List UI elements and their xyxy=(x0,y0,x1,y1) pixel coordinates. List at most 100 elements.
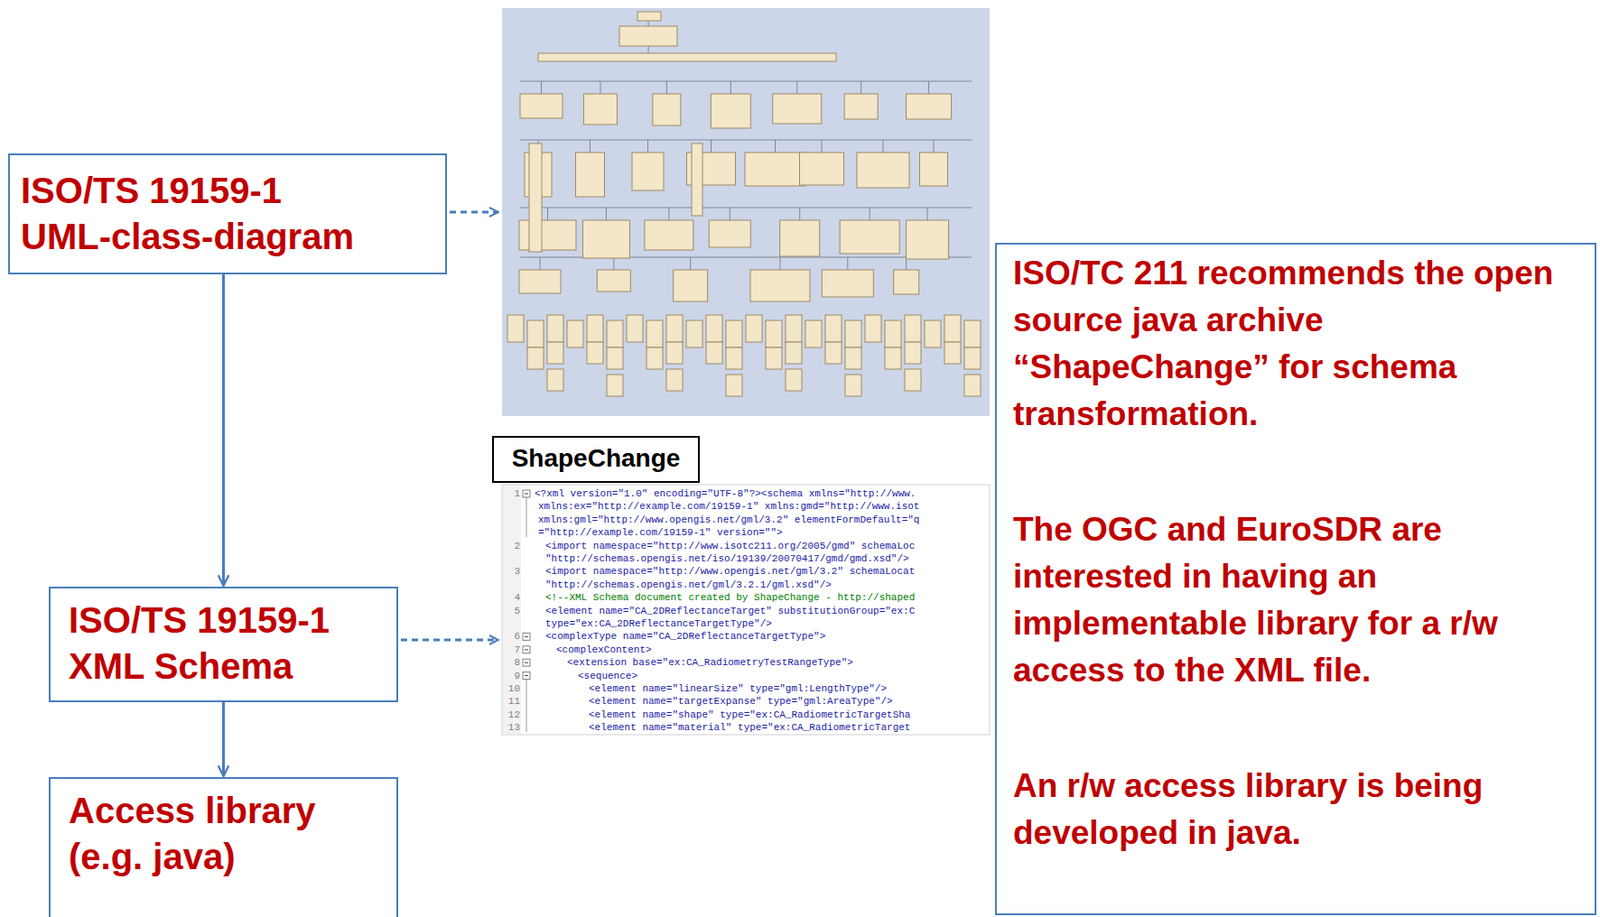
uml-class xyxy=(725,347,743,370)
uml-class xyxy=(666,369,683,391)
xml-screenshot xyxy=(502,484,990,735)
word: library xyxy=(204,790,316,831)
uml-class xyxy=(884,320,902,348)
word: having xyxy=(1220,558,1329,596)
uml-class xyxy=(845,320,862,348)
word: ISO/TS xyxy=(20,170,140,211)
uml-line xyxy=(540,81,542,94)
uml-class xyxy=(673,269,708,302)
uml-class xyxy=(904,315,921,343)
word: 19159-1 xyxy=(196,600,330,641)
uml-class xyxy=(845,374,862,397)
uml-class xyxy=(844,93,878,120)
uml-class xyxy=(785,315,802,343)
word: for xyxy=(1278,348,1323,386)
uml-line xyxy=(821,139,823,153)
uml-class xyxy=(745,315,763,343)
uml-class xyxy=(906,93,952,120)
word: (e.g. xyxy=(68,837,143,877)
fold-marker xyxy=(522,659,531,667)
word: EuroSDR xyxy=(1236,511,1383,549)
uml-class xyxy=(706,342,723,364)
uml-line xyxy=(933,139,935,153)
word: to xyxy=(1134,651,1166,689)
uml-class xyxy=(652,93,681,126)
word: an xyxy=(1338,558,1377,596)
word: Schema xyxy=(154,646,293,687)
code-line: "http://schemas.opengis.net/gml/3.2.1/gm… xyxy=(545,578,832,592)
uml-class xyxy=(839,220,900,254)
uml-class xyxy=(785,369,802,391)
uml-class xyxy=(904,342,921,364)
code-line: <sequence> xyxy=(577,669,638,683)
uml-class xyxy=(596,269,631,292)
word: An xyxy=(1013,767,1058,805)
fold-box xyxy=(522,672,531,680)
fold-box xyxy=(522,632,531,641)
uml-class xyxy=(765,320,782,348)
uml-class xyxy=(944,342,961,364)
fold-marker xyxy=(522,672,531,680)
fold-marker xyxy=(522,490,531,498)
uml-line xyxy=(928,81,930,94)
uml-class xyxy=(772,93,822,124)
fold-box xyxy=(522,646,531,654)
uml-class xyxy=(583,93,617,125)
uml-class xyxy=(964,374,981,397)
fold-box xyxy=(522,490,531,498)
uml-class xyxy=(567,320,584,348)
line-number-gutter xyxy=(502,485,521,735)
uml-class xyxy=(507,315,524,343)
uml-class xyxy=(884,347,902,370)
uml-line xyxy=(729,207,731,221)
uml-class xyxy=(706,315,723,343)
word: interested xyxy=(1013,558,1173,596)
uml-class xyxy=(865,315,882,343)
word: archive xyxy=(1206,301,1324,339)
code-line: <extension base="ex:CA_RadiometryTestRan… xyxy=(567,656,854,670)
flow-arrow xyxy=(222,702,225,777)
fold-marker xyxy=(522,632,531,641)
dashed-pointer xyxy=(449,211,499,214)
process-box: Access library (e.g. java) xyxy=(48,777,399,917)
line-number: 9 xyxy=(503,669,521,683)
word: are xyxy=(1391,511,1442,549)
line-number: 4 xyxy=(503,591,521,605)
code-line: <element name="shape" type="ex:CA_Radiom… xyxy=(588,708,911,722)
word: is xyxy=(1357,767,1386,805)
word: access xyxy=(1124,767,1236,805)
uml-class xyxy=(520,93,563,119)
uml-line xyxy=(647,139,649,153)
uml-class xyxy=(805,320,822,348)
uml-class xyxy=(691,143,703,216)
uml-line xyxy=(927,207,929,221)
box-text: ISO/TC 211 recommends the open source ja… xyxy=(1013,250,1586,438)
uml-class xyxy=(637,11,661,21)
line-number: 1 xyxy=(503,487,521,501)
uml-class xyxy=(825,315,842,343)
uml-class xyxy=(632,152,664,191)
uml-line xyxy=(599,81,601,94)
code-line: xmlns:ex="http://example.com/19159-1" xm… xyxy=(538,500,920,513)
word: Access xyxy=(68,790,196,831)
uml-class xyxy=(904,369,921,391)
word: a xyxy=(1421,604,1441,642)
word: being xyxy=(1394,767,1484,805)
uml-class xyxy=(519,220,577,251)
uml-class xyxy=(586,315,604,343)
uml-class xyxy=(646,347,663,370)
uml-line xyxy=(668,207,670,221)
uml-class xyxy=(586,342,604,364)
uml-class xyxy=(666,342,683,364)
line-number: 6 xyxy=(503,630,521,643)
uml-line xyxy=(796,81,798,94)
uml-line xyxy=(689,257,691,270)
word: XML xyxy=(1234,651,1304,689)
uml-line xyxy=(774,139,776,153)
uml-class xyxy=(547,342,564,364)
uml-class xyxy=(529,143,542,252)
uml-line xyxy=(648,20,650,27)
word: source xyxy=(1013,301,1123,339)
code-line: <element name="linearSize" type="gml:Len… xyxy=(588,682,887,696)
line-number: 7 xyxy=(503,643,521,657)
